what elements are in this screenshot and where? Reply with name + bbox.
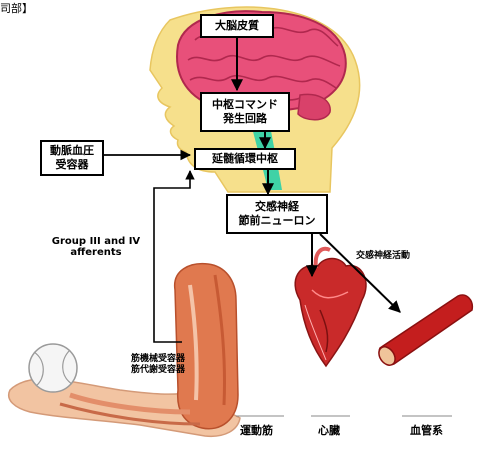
cortex-label: 大脳皮質 bbox=[215, 19, 259, 33]
sympathetic-box: 交感神経 節前ニューロン bbox=[226, 194, 328, 234]
cortex-box: 大脳皮質 bbox=[200, 14, 274, 38]
muscle-receptors-line-2: 筋代謝受容器 bbox=[118, 365, 198, 376]
baroreceptor-line-1: 動脈血圧 bbox=[50, 144, 94, 158]
afferents-line-1: Group III and IV bbox=[44, 236, 148, 247]
ball-icon bbox=[29, 344, 77, 392]
heart-illustration bbox=[295, 249, 366, 366]
vessels-label: 血管系 bbox=[410, 422, 443, 438]
sympathetic-activity-label: 交感神経活動 bbox=[356, 248, 410, 261]
muscle-label: 運動筋 bbox=[240, 422, 273, 438]
sympathetic-line-2: 節前ニューロン bbox=[239, 214, 316, 228]
medulla-label: 延髄循環中枢 bbox=[212, 152, 278, 166]
muscle-receptors-label: 筋機械受容器 筋代謝受容器 bbox=[118, 354, 198, 377]
baroreceptor-line-2: 受容器 bbox=[56, 158, 89, 172]
medulla-box: 延髄循環中枢 bbox=[194, 148, 296, 170]
sympathetic-line-1: 交感神経 bbox=[255, 200, 299, 214]
baroreceptor-box: 動脈血圧 受容器 bbox=[40, 140, 104, 176]
central-command-line-2: 発生回路 bbox=[223, 112, 267, 126]
muscle-receptors-line-1: 筋機械受容器 bbox=[118, 354, 198, 365]
afferents-line-2: afferents bbox=[44, 247, 148, 258]
central-command-line-1: 中枢コマンド bbox=[212, 98, 278, 112]
header-title-fragment: 司部】 bbox=[0, 0, 33, 16]
blood-vessel-illustration bbox=[376, 295, 473, 368]
afferents-label: Group III and IV afferents bbox=[44, 236, 148, 258]
central-command-box: 中枢コマンド 発生回路 bbox=[200, 92, 290, 132]
heart-label: 心臓 bbox=[318, 422, 340, 438]
